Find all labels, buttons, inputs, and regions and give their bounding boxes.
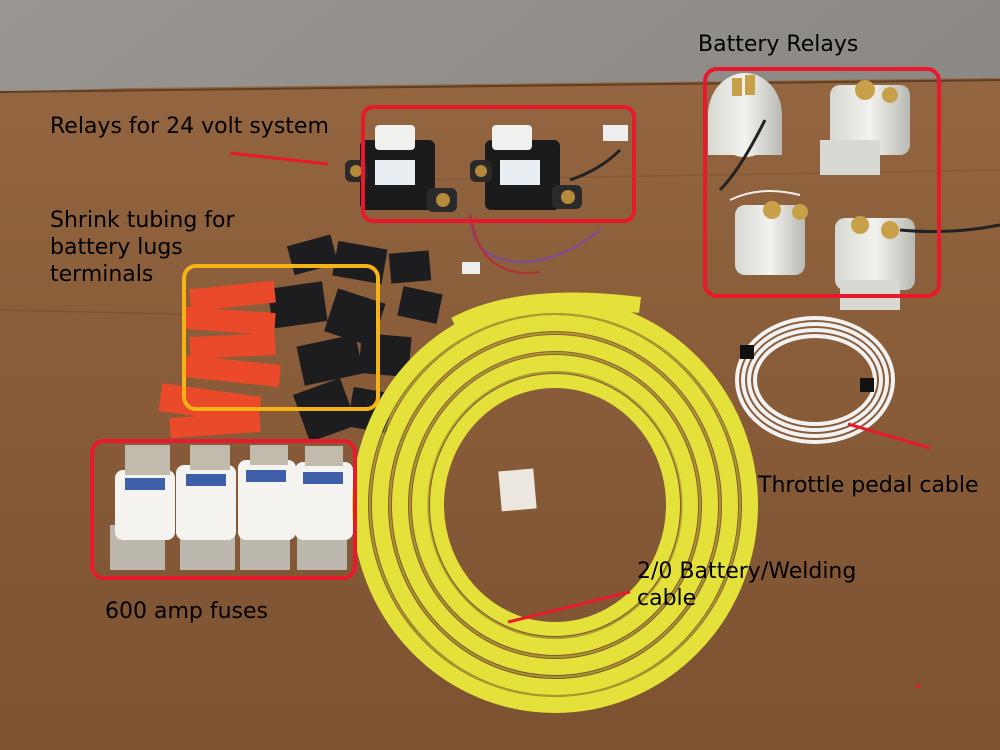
red-shrink-tubing bbox=[158, 280, 281, 439]
relay-wire bbox=[469, 213, 541, 274]
wire-connector bbox=[603, 125, 628, 141]
fuse bbox=[238, 445, 296, 570]
label-600-amp-fuses: 600 amp fuses bbox=[105, 599, 269, 624]
fuse bbox=[176, 445, 236, 570]
label-throttle-pedal-cable: Throttle pedal cable bbox=[758, 473, 979, 498]
label-line: cable bbox=[637, 586, 697, 611]
battery-relay bbox=[708, 73, 782, 157]
cable-tie bbox=[860, 378, 874, 392]
relay-wire bbox=[469, 211, 601, 264]
wire-connector bbox=[462, 262, 480, 274]
pointer-line-throttle bbox=[847, 422, 931, 450]
relay-wire bbox=[899, 223, 1000, 234]
paper-tag bbox=[498, 468, 537, 512]
label-battery-relays: Battery Relays bbox=[698, 32, 859, 57]
label-line: Shrink tubing for bbox=[50, 208, 235, 233]
highlight-box-shrink-tubing bbox=[182, 264, 380, 411]
label-line: terminals bbox=[50, 262, 154, 287]
label-welding-cable: 2/0 Battery/Welding cable bbox=[637, 558, 856, 612]
fuse bbox=[110, 445, 175, 570]
label-line: battery lugs bbox=[50, 235, 183, 260]
white-cable-coil bbox=[735, 316, 895, 444]
red-dot bbox=[916, 684, 920, 688]
cable-tie bbox=[740, 345, 754, 359]
relay-wire bbox=[569, 148, 622, 182]
cardboard-seam bbox=[0, 79, 1000, 93]
highlight-box-battery-relays bbox=[703, 67, 941, 298]
label-line: 2/0 Battery/Welding bbox=[637, 559, 857, 584]
fuse bbox=[295, 446, 353, 570]
relay-wire bbox=[718, 119, 767, 192]
battery-relay bbox=[835, 216, 915, 310]
label-shrink-tubing: Shrink tubing for battery lugs terminals bbox=[50, 207, 235, 288]
label-relays-24-volt: Relays for 24 volt system bbox=[50, 114, 329, 139]
battery-relay bbox=[729, 190, 808, 275]
yellow-cable-coil bbox=[352, 297, 758, 713]
yellow-cable-coil-shading bbox=[369, 313, 741, 697]
pointer-line-relays-24v bbox=[229, 151, 329, 166]
cable-end bbox=[451, 292, 641, 333]
pointer-line-welding bbox=[507, 590, 631, 624]
small-relay bbox=[470, 125, 582, 210]
battery-relay bbox=[820, 80, 910, 175]
highlight-box-relays-24v bbox=[361, 105, 636, 223]
highlight-box-fuses bbox=[90, 439, 357, 580]
